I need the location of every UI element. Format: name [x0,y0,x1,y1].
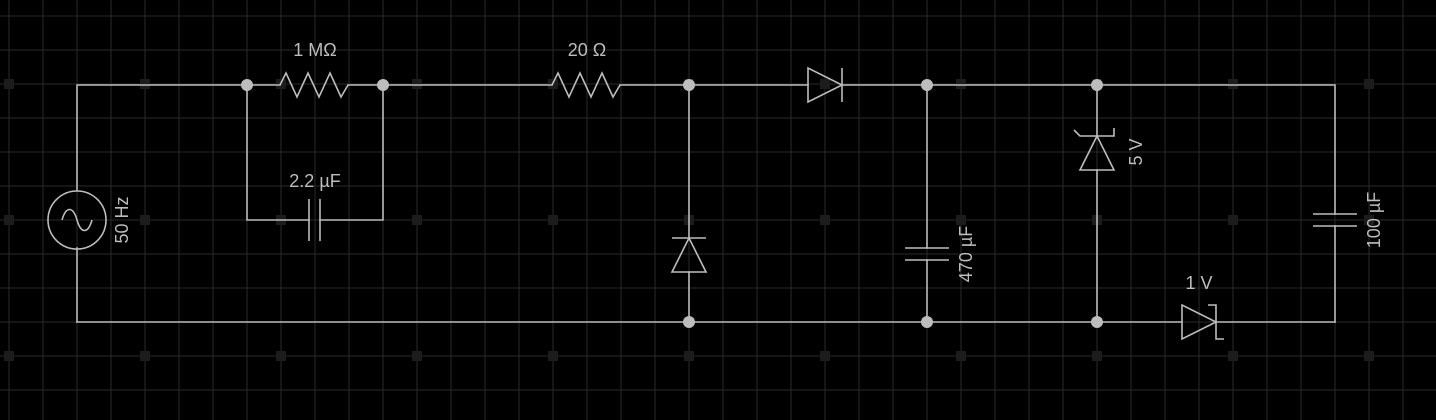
grid-dot [412,79,422,89]
grid-dot [956,79,966,89]
grid-dot [1092,351,1102,361]
grid-dot [1364,215,1374,225]
grid-dot [412,351,422,361]
capacitor-c2-label: 470 µF [956,226,976,282]
junction-node[interactable] [683,316,695,328]
wire-top-left[interactable] [76,84,281,191]
grid-dot [1364,351,1374,361]
capacitor-c3-label: 100 µF [1364,192,1384,248]
grid-dot [1228,215,1238,225]
wire-c1-right[interactable] [319,84,384,221]
grid-dot [820,215,830,225]
junction-node[interactable] [921,79,933,91]
zener-z1-label: 5 V [1126,138,1146,165]
grid-dot [956,351,966,361]
capacitor-c1[interactable]: 2.2 µF [289,171,341,241]
grid-dot [140,79,150,89]
sine-wave-icon [61,208,93,232]
zener-z1[interactable]: 5 V [1073,128,1146,171]
grid-dot [4,215,14,225]
zener-z2[interactable]: 1 V [1181,273,1224,341]
grid-dot [1228,351,1238,361]
grid-dot [820,79,830,89]
capacitor-c2[interactable]: 470 µF [905,226,976,282]
grid-dot [1364,79,1374,89]
grid-dot [548,215,558,225]
junctions [241,79,1103,328]
zener-cathode-bar [1208,304,1224,340]
wires [76,84,1336,323]
zener-triangle [1181,303,1218,341]
resistor-r2[interactable]: 20 Ω [551,40,621,99]
resistor-zigzag [279,71,349,99]
grid-dot [684,351,694,361]
grid-dot [4,351,14,361]
grid-dot [412,215,422,225]
resistor-r1-label: 1 MΩ [293,40,336,60]
wire-top-right[interactable] [841,84,1336,215]
grid-dot [140,351,150,361]
grid-dot [1228,79,1238,89]
diode-shunt[interactable] [670,236,708,273]
grid-dot [4,79,14,89]
resistor-r2-label: 20 Ω [568,40,606,60]
junction-node[interactable] [921,316,933,328]
diode-series[interactable] [807,66,844,104]
capacitor-c3[interactable]: 100 µF [1313,192,1384,248]
grid-dot [956,215,966,225]
diode-triangle [670,236,708,273]
junction-node[interactable] [683,79,695,91]
junction-node[interactable] [1091,316,1103,328]
wire-c1-left[interactable] [246,84,310,221]
resistor-r1[interactable]: 1 MΩ [279,40,349,99]
ac-source[interactable]: 50 Hz [47,190,132,250]
grid-dot [548,351,558,361]
junction-node[interactable] [1091,79,1103,91]
diode-triangle [807,66,844,104]
zener-z2-label: 1 V [1185,273,1212,293]
resistor-zigzag [551,71,621,99]
zener-cathode-bar [1073,128,1115,137]
grid-dot [820,351,830,361]
grid-dot [140,215,150,225]
grid-dot [276,351,286,361]
zener-triangle [1078,134,1116,171]
ac-source-circle [47,190,107,250]
junction-node[interactable] [241,79,253,91]
capacitor-c1-label: 2.2 µF [289,171,340,191]
ac-source-label: 50 Hz [112,196,132,243]
junction-node[interactable] [377,79,389,91]
